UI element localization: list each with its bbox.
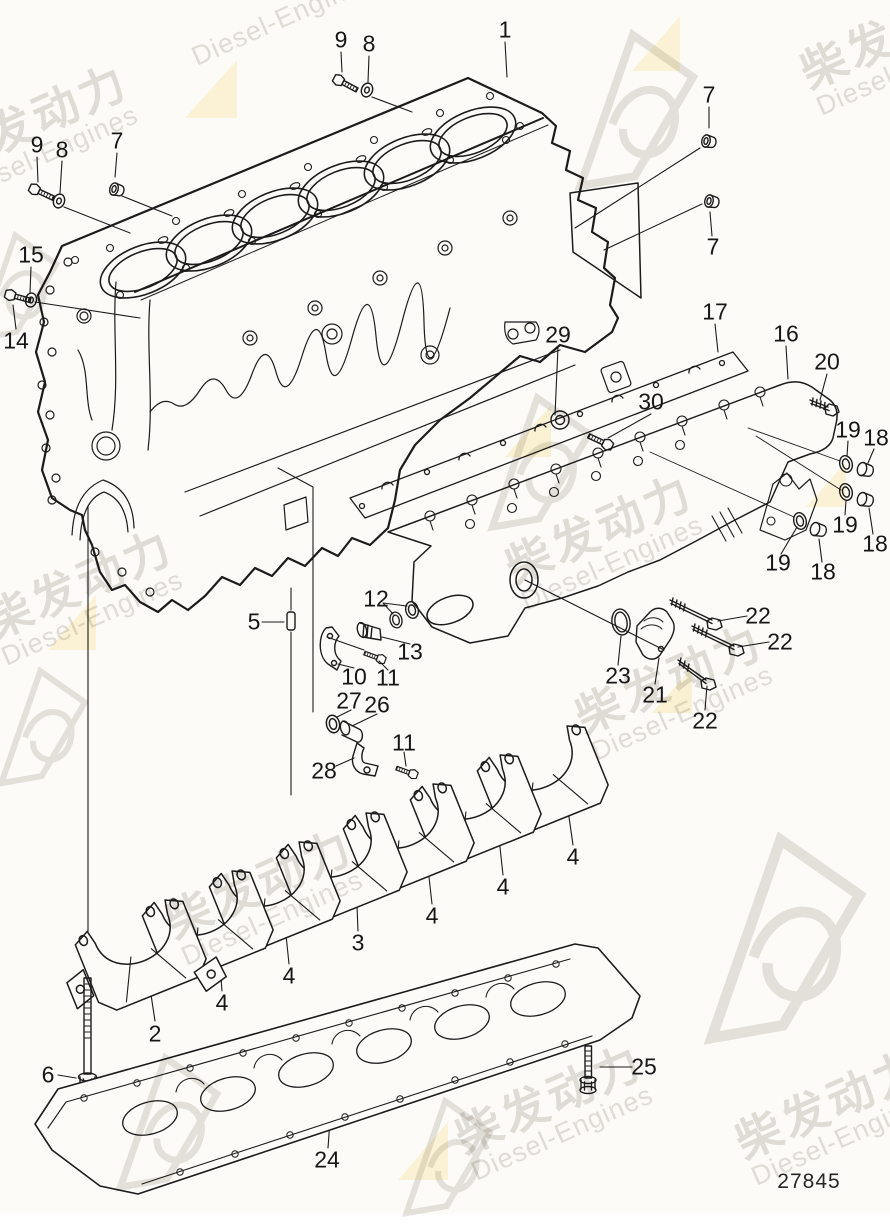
callout-1: 1	[498, 16, 512, 43]
plug-icon	[702, 193, 721, 210]
callout-4: 4	[566, 843, 580, 870]
callout-15: 15	[18, 241, 44, 268]
callout-30: 30	[638, 388, 664, 415]
bushing-icon	[339, 720, 364, 743]
callout-18: 18	[863, 424, 889, 451]
callout-20: 20	[814, 348, 840, 375]
callout-8: 8	[55, 136, 69, 163]
callout-3: 3	[351, 929, 365, 956]
callout-23: 23	[605, 662, 631, 689]
seal-ring-icon	[387, 610, 405, 630]
callout-9: 9	[334, 26, 348, 53]
bearing-caps-drawing	[66, 719, 615, 1017]
seal-ring-icon	[791, 510, 809, 532]
callout-13: 13	[397, 638, 423, 665]
callout-12: 12	[363, 585, 389, 612]
callout-7: 7	[702, 81, 716, 108]
callout-18: 18	[862, 530, 888, 557]
plug-icon	[808, 520, 829, 539]
block-front-face	[37, 257, 155, 597]
screw-icon	[26, 181, 57, 204]
callout-21: 21	[642, 681, 668, 708]
callout-8: 8	[362, 30, 376, 57]
callout-29: 29	[545, 321, 571, 348]
callout-19: 19	[835, 416, 861, 443]
callout-11: 11	[392, 729, 416, 756]
callout-5: 5	[247, 608, 261, 635]
callout-7: 7	[110, 127, 124, 154]
callout-10: 10	[341, 663, 367, 690]
sealing-cover-icon	[635, 607, 675, 660]
o-ring-icon	[324, 713, 342, 735]
callout-19: 19	[765, 549, 791, 576]
callout-6: 6	[41, 1061, 55, 1088]
callout-4: 4	[496, 873, 510, 900]
callout-22: 22	[692, 707, 718, 734]
yellow-triangle-watermark	[806, 462, 846, 507]
screw-icon	[3, 287, 33, 307]
front-bearing-cap	[66, 893, 227, 1017]
cylinder-block-drawing	[34, 76, 642, 614]
dowel-icon	[286, 611, 296, 631]
callout-4: 4	[215, 989, 229, 1016]
callout-28: 28	[311, 757, 337, 784]
drawing-number: 27845	[777, 1170, 841, 1193]
plug-icon	[107, 181, 127, 199]
bolt-icon	[669, 597, 723, 631]
deck-bolt-holes	[70, 91, 525, 300]
screw-icon	[330, 72, 361, 96]
seal-ring-icon	[837, 481, 855, 503]
callout-9: 9	[30, 131, 44, 158]
bolt-icon	[691, 623, 745, 657]
yellow-triangle-watermark	[185, 60, 237, 118]
callout-24: 24	[314, 1146, 340, 1173]
callout-7: 7	[706, 233, 720, 260]
plug-icon	[699, 133, 718, 150]
callout-22: 22	[745, 602, 771, 629]
cylinder-bores	[99, 106, 517, 299]
seal-ring-icon	[837, 453, 855, 475]
washer-icon	[358, 80, 376, 100]
callout-11: 11	[376, 664, 400, 691]
bracket-icon	[351, 742, 379, 777]
callout-26: 26	[364, 691, 390, 718]
callout-25: 25	[631, 1053, 657, 1080]
callout-2: 2	[148, 1020, 162, 1047]
screw-icon	[394, 763, 420, 781]
callout-16: 16	[773, 320, 799, 347]
frame-bolt-icon	[579, 1045, 597, 1095]
seal-ring-icon	[611, 608, 631, 636]
callout-4: 4	[282, 962, 296, 989]
callout-22: 22	[767, 628, 793, 655]
callout-4: 4	[425, 902, 439, 929]
callout-14: 14	[3, 327, 29, 354]
plug-icon	[855, 460, 876, 479]
yellow-triangle-watermark	[652, 668, 692, 713]
bracket-icon	[319, 626, 342, 671]
hex-plug-icon	[356, 621, 382, 641]
callout-18: 18	[810, 558, 836, 585]
bolt-icon	[677, 657, 717, 691]
plug-icon	[855, 490, 876, 509]
callout-19: 19	[832, 511, 858, 538]
stud-icon	[809, 397, 840, 417]
callout-17: 17	[702, 298, 728, 325]
callout-27: 27	[336, 687, 362, 714]
